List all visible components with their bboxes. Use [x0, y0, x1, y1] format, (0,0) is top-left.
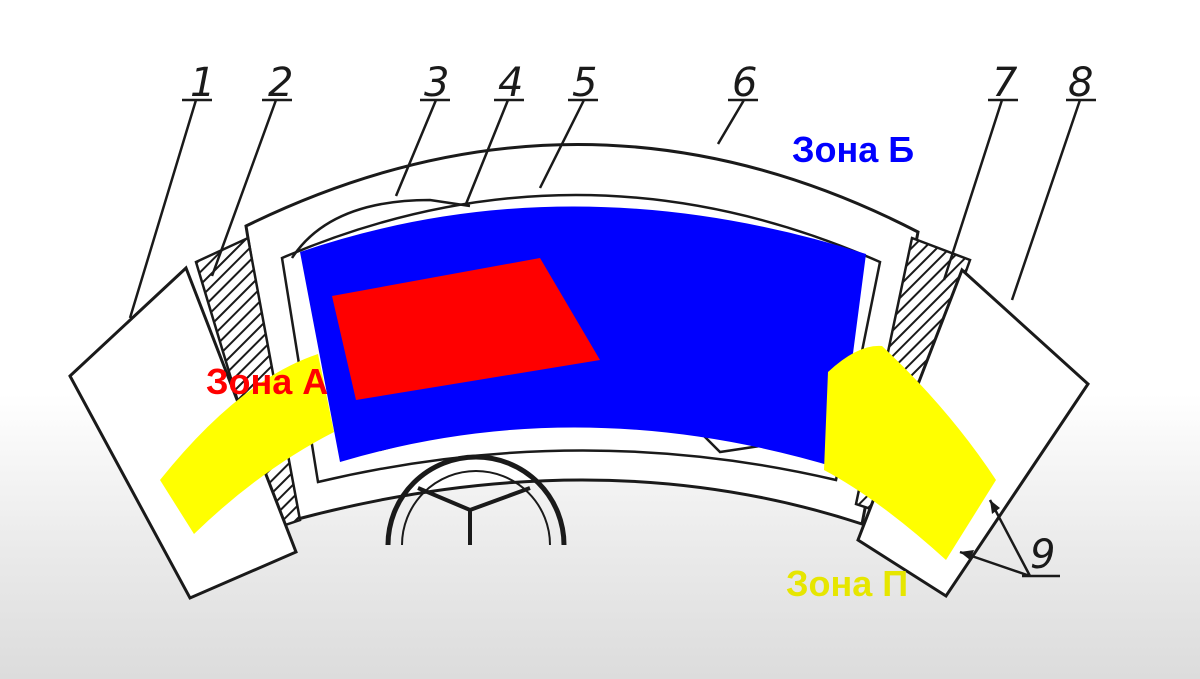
leader-2 — [210, 98, 292, 277]
mirror-contour — [290, 198, 471, 259]
label-4: 4 — [498, 60, 523, 106]
steering-wheel-rim — [385, 454, 567, 546]
label-3: 3 — [424, 60, 449, 106]
zone-p-right-area — [824, 345, 996, 560]
label-2: 2 — [268, 60, 293, 106]
zone-p-label: Зона П — [786, 563, 908, 604]
leader-lines — [128, 98, 1096, 578]
leader-9 — [959, 499, 1060, 578]
leader-3 — [394, 98, 450, 197]
leader-4 — [464, 98, 524, 205]
label-6: 6 — [732, 60, 757, 106]
zone-a-area — [332, 258, 600, 400]
left-side-window — [68, 265, 298, 600]
zone-a-label: Зона А — [206, 361, 328, 402]
leader-8 — [1010, 98, 1096, 301]
leader-7 — [942, 98, 1018, 281]
steering-wheel-inner — [401, 470, 551, 546]
zone-p-left-area — [160, 354, 334, 534]
label-9: 9 — [1030, 532, 1055, 578]
leader-1 — [128, 98, 212, 319]
leader-arrowheads — [960, 500, 1000, 560]
zone-b-label: Зона Б — [792, 129, 914, 170]
label-1: 1 — [190, 60, 215, 106]
steering-wheel-spokes — [417, 486, 531, 545]
leader-5 — [538, 98, 598, 189]
label-5: 5 — [572, 60, 597, 106]
label-7: 7 — [992, 60, 1018, 106]
leader-6 — [716, 98, 758, 145]
label-8: 8 — [1068, 60, 1093, 106]
